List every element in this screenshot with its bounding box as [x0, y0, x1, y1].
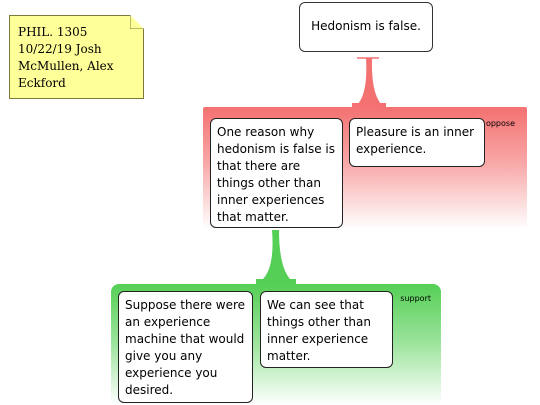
support-claim-box[interactable]: Suppose there were an experience machine… [118, 291, 253, 403]
oppose-claim-box[interactable]: Pleasure is an inner experience. [349, 118, 485, 167]
support-connector [262, 230, 291, 280]
note-line: 10/22/19 Josh [18, 42, 102, 56]
support-connector-base [256, 279, 296, 286]
main-claim-text: Hedonism is false. [311, 19, 421, 33]
support-claim-text: We can see that things other than inner … [267, 298, 371, 363]
note-line: PHIL. 1305 [18, 25, 88, 39]
support-label: support [400, 294, 431, 303]
support-claim-text: Suppose there were an experience machine… [125, 298, 246, 397]
main-claim-box[interactable]: Hedonism is false. [299, 2, 433, 52]
oppose-connector-base [352, 103, 386, 109]
note-line: McMullen, Alex [18, 59, 114, 73]
oppose-claim-text: Pleasure is an inner experience. [356, 125, 475, 156]
oppose-connector [358, 58, 381, 104]
note-fold-corner [130, 15, 144, 29]
note-line: Eckford [18, 76, 66, 90]
oppose-label: oppose [485, 119, 515, 128]
oppose-claim-box[interactable]: One reason why hedonism is false is that… [210, 118, 343, 228]
sticky-note[interactable]: PHIL. 1305 10/22/19 Josh McMullen, Alex … [9, 15, 144, 99]
support-claim-box[interactable]: We can see that things other than inner … [260, 291, 393, 368]
oppose-claim-text: One reason why hedonism is false is that… [217, 125, 335, 224]
